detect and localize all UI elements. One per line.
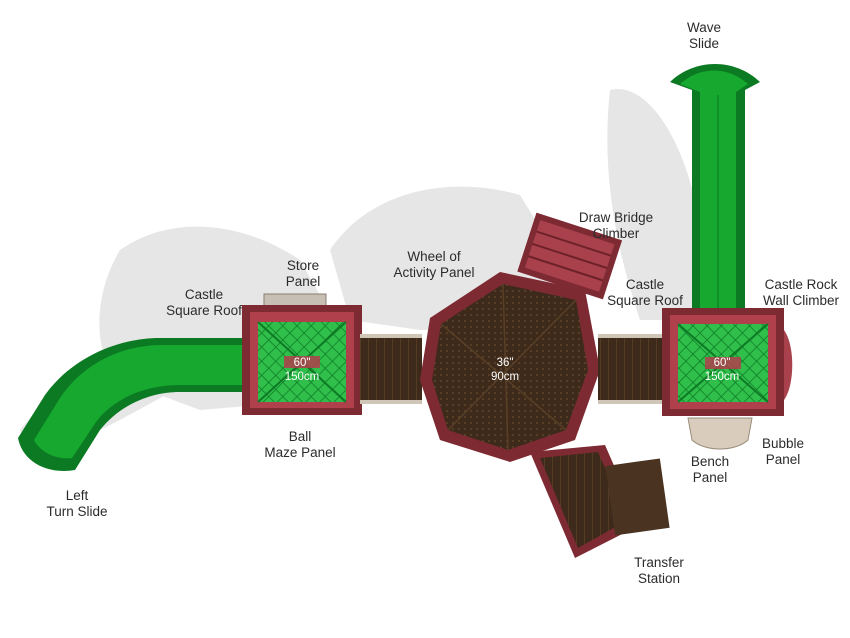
label-line: Turn Slide [46,504,107,519]
label-line: Castle [626,277,664,292]
left-deck-dimension: 60" 150cm [285,357,320,383]
right-deck-size-cm: 150cm [705,371,740,383]
left-bridge [360,334,422,404]
right-deck-dimension: 60" 150cm [705,357,740,383]
label-bubble-panel: Bubble Panel [762,436,804,467]
label-line: Castle [185,287,223,302]
label-line: Wave [687,20,721,35]
label-draw-bridge: Draw Bridge Climber [579,210,653,241]
label-line: Transfer [634,555,684,570]
bench-panel [687,417,753,450]
label-line: Ball [289,429,312,444]
label-line: Slide [689,36,719,51]
label-line: Bench [691,454,729,469]
label-line: Castle Rock [765,277,838,292]
center-deck-dimension: 36" 90cm [491,357,519,383]
label-line: Square Roof [607,293,683,308]
center-deck-size-in: 36" [497,357,514,369]
label-line: Panel [693,470,728,485]
label-castle-rock-wall: Castle Rock Wall Climber [763,277,840,308]
label-line: Left [66,488,89,503]
right-bridge [598,334,664,404]
center-deck-size-cm: 90cm [491,371,519,383]
label-line: Maze Panel [264,445,335,460]
right-deck-size-in: 60" [714,357,731,369]
label-line: Square Roof [166,303,242,318]
wave-slide [670,64,760,315]
label-line: Bubble [762,436,804,451]
label-bench-panel: Bench Panel [691,454,729,485]
label-store-panel: Store Panel [286,258,321,289]
label-transfer-station: Transfer Station [634,555,684,586]
label-line: Wall Climber [763,293,840,308]
left-turn-slide [18,338,250,471]
label-line: Draw Bridge [579,210,653,225]
left-deck-size-cm: 150cm [285,371,320,383]
transfer-station [530,445,670,558]
left-castle-deck [242,305,362,415]
label-line: Wheel of [407,249,461,264]
label-ball-maze: Ball Maze Panel [264,429,335,460]
label-wave-slide: Wave Slide [687,20,721,51]
label-line: Station [638,571,680,586]
label-wheel-activity: Wheel of Activity Panel [393,249,474,280]
draw-bridge-climber [517,212,623,300]
right-castle-deck [662,308,793,416]
center-hex-deck [420,272,600,462]
label-line: Panel [766,452,801,467]
label-left-turn-slide: Left Turn Slide [46,488,107,519]
label-line: Panel [286,274,321,289]
label-castle-roof-left: Castle Square Roof [166,287,242,318]
label-line: Store [287,258,319,273]
label-castle-roof-right: Castle Square Roof [607,277,683,308]
left-deck-size-in: 60" [294,357,311,369]
label-line: Activity Panel [393,265,474,280]
label-line: Climber [593,226,640,241]
